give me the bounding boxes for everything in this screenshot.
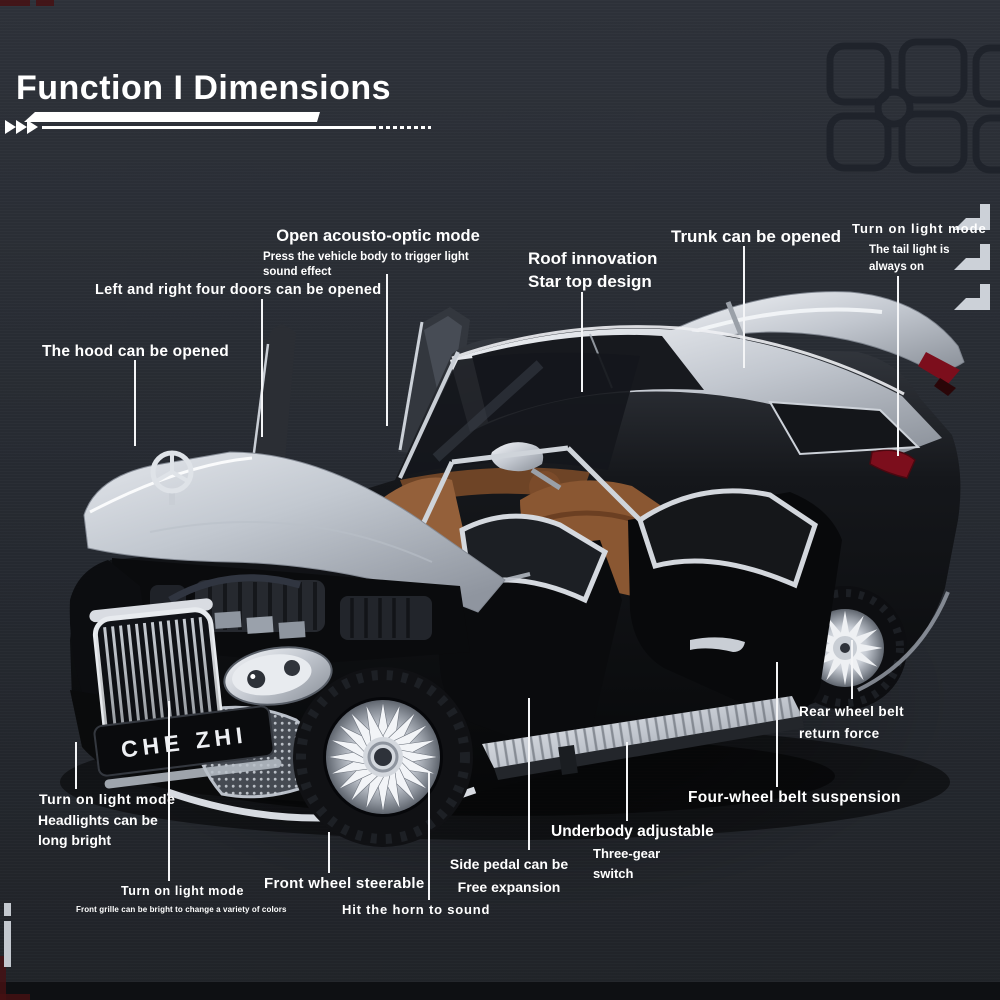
callout-doors-title: Left and right four doors can be opened: [95, 282, 382, 298]
page-title: Function I Dimensions: [16, 68, 392, 107]
rear-quarter: [768, 400, 950, 692]
callout-underbody-title: Underbody adjustable: [551, 823, 714, 840]
callout-line-underbody: [626, 742, 628, 821]
callout-taillight-subtitle: The tail light is always on: [869, 244, 950, 273]
callout-line-side-pedal: [528, 698, 530, 850]
callout-side-pedal: Side pedal can be Free expansion: [445, 853, 573, 898]
callout-trunk-title: Trunk can be opened: [671, 227, 842, 246]
callout-grille-title: Turn on light mode: [121, 884, 245, 898]
mercedes-star-icon: [150, 450, 194, 505]
callout-four-wheel-title: Four-wheel belt suspension: [688, 789, 901, 806]
callout-line-acousto: [386, 274, 388, 426]
side-pedal: [482, 696, 804, 780]
play-arrow-icon: [27, 120, 38, 134]
side-mirror: [491, 442, 562, 491]
callout-headlights-subtitle: Headlights can be long bright: [38, 812, 158, 848]
callout-side-pedal-line2: Free expansion: [457, 878, 561, 895]
edge-tick-decoration: [4, 903, 11, 916]
title-underline-thin: [42, 126, 376, 129]
callout-horn-title: Hit the horn to sound: [342, 902, 491, 917]
callout-roof-line1: Roof innovation: [528, 249, 658, 268]
callout-rear-wheel-title: Rear wheel belt return force: [799, 704, 905, 741]
callout-line-four-wheel: [776, 662, 778, 787]
callout-line-doors: [261, 299, 263, 437]
tail-light: [869, 449, 916, 479]
callout-underbody-subtitle: Three-gear switch: [593, 846, 661, 881]
callout-line-front-wheel: [328, 832, 330, 873]
callout-front-wheel-title: Front wheel steerable: [264, 875, 425, 892]
play-arrow-icon: [5, 120, 16, 134]
red-corner-accent: [36, 0, 54, 6]
callout-line-headlights: [75, 742, 77, 789]
tailgate-open: [667, 291, 965, 396]
callout-headlights-title: Turn on light mode: [39, 791, 176, 807]
callout-line-grille: [168, 701, 170, 881]
front-wheel: [293, 667, 473, 847]
title-underline-bar: [24, 112, 320, 122]
callout-line-hood: [134, 360, 136, 446]
license-plate: CHE ZHI: [93, 705, 282, 789]
bottom-dark-strip: [0, 982, 1000, 1000]
callout-line-trunk: [743, 246, 745, 368]
hood-open: [83, 450, 506, 613]
headlight: [223, 646, 333, 706]
callout-acousto-subtitle: Press the vehicle body to trigger light …: [263, 251, 469, 278]
front-grille: [89, 598, 224, 747]
callout-hood-title: The hood can be opened: [42, 343, 229, 360]
callout-taillight-title: Turn on light mode: [852, 221, 987, 236]
callout-line-roof: [581, 292, 583, 392]
callout-line-horn: [428, 772, 430, 900]
callout-line-rear-wheel: [851, 640, 853, 699]
callout-roof-line2: Star top design: [528, 272, 652, 291]
red-corner-accent: [0, 994, 30, 1000]
front-fascia: CHE ZHI: [69, 560, 477, 822]
red-corner-accent: [0, 0, 30, 6]
circuit-chip-icon: [820, 28, 1000, 178]
callout-acousto-title: Open acousto-optic mode: [276, 227, 480, 245]
windshield: [398, 351, 640, 479]
edge-tick-decoration: [4, 921, 11, 967]
title-underline-dashes: [379, 126, 431, 129]
callout-side-pedal-line1: Side pedal can be: [449, 856, 569, 872]
red-corner-accent: [0, 956, 6, 1000]
callout-line-taillight: [897, 276, 899, 456]
play-arrow-icon: [16, 120, 27, 134]
callout-grille-subtitle: Front grille can be bright to change a v…: [76, 905, 287, 914]
